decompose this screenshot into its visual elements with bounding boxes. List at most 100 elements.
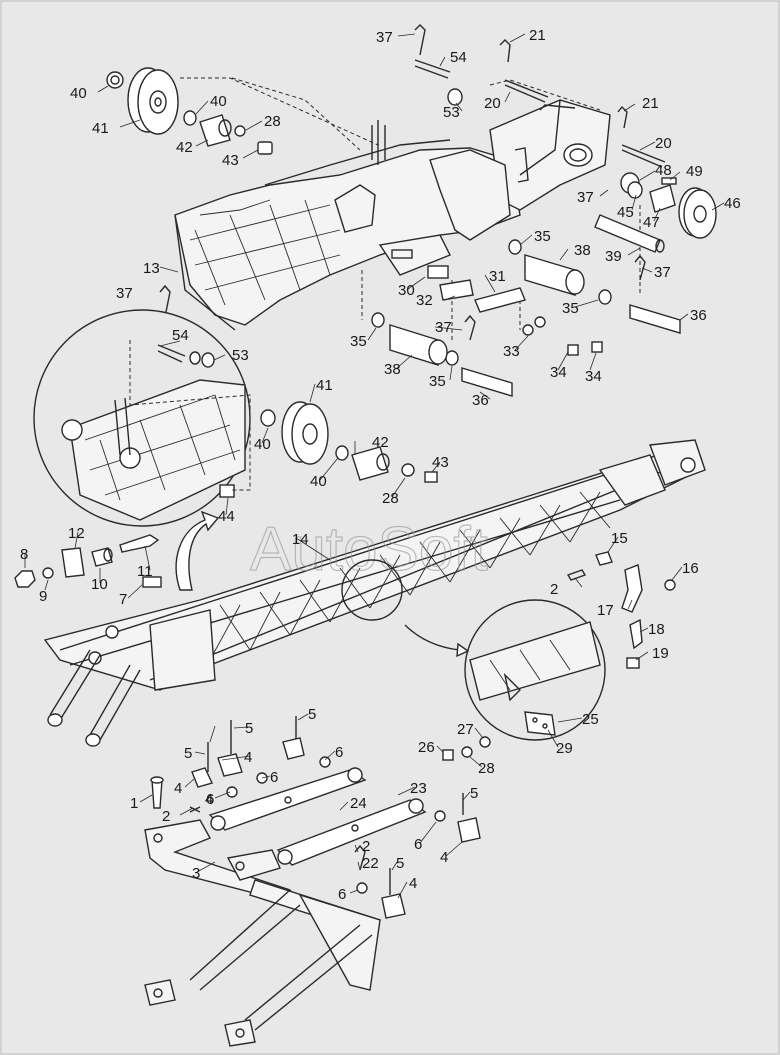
- part-label: 31: [489, 268, 506, 285]
- part-label: 54: [450, 49, 467, 66]
- right-small-parts: [566, 551, 676, 669]
- part-label: 41: [316, 377, 333, 394]
- part-label: 40: [210, 93, 227, 110]
- part-label: 53: [443, 104, 460, 121]
- part-label: 21: [529, 27, 546, 44]
- part-label: 46: [724, 195, 741, 212]
- part-label: 28: [264, 113, 281, 130]
- part-label: 44: [218, 508, 235, 525]
- leader-lines: [24, 33, 725, 899]
- detail-pin: [157, 344, 186, 363]
- part-label: 42: [176, 139, 193, 156]
- part-label: 6: [270, 769, 278, 786]
- main-lattice-boom: [43, 439, 706, 747]
- part-label: 19: [652, 645, 669, 662]
- part-label: 18: [648, 621, 665, 638]
- part-label: 47: [643, 214, 660, 231]
- part-label: 35: [534, 228, 551, 245]
- part-label: 14: [292, 531, 309, 548]
- part-label: 36: [690, 307, 707, 324]
- part-label: 11: [137, 563, 153, 580]
- part-label: 54: [172, 327, 189, 344]
- part-label: 28: [382, 490, 399, 507]
- part-label: 38: [384, 361, 401, 378]
- part-label: 22: [362, 855, 379, 872]
- part-label: 25: [582, 711, 599, 728]
- part-label: 53: [232, 347, 249, 364]
- part-label: 26: [418, 739, 435, 756]
- part-label: 5: [245, 720, 253, 737]
- boom-head-assembly: [174, 99, 611, 331]
- part-label: 34: [585, 368, 602, 385]
- part-label: 45: [617, 204, 634, 221]
- part-label: 42: [372, 434, 389, 451]
- part-label: 6: [338, 886, 346, 903]
- part-label: 37: [376, 29, 393, 46]
- part-label: 28: [478, 760, 495, 777]
- watermark: AutoSoft: [250, 515, 488, 584]
- part-label: 16: [682, 560, 699, 577]
- part-label: 41: [92, 120, 109, 137]
- part-label: 5: [470, 785, 478, 802]
- part-label: 7: [119, 591, 127, 608]
- detail-circle-left: [33, 309, 251, 527]
- part-label: 37: [116, 285, 133, 302]
- part-label: 3: [192, 865, 200, 882]
- part-label: 5: [308, 706, 316, 723]
- part-label: 32: [416, 292, 433, 309]
- part-label: 17: [597, 602, 614, 619]
- part-label: 43: [432, 454, 449, 471]
- part-26-shape: [442, 749, 454, 761]
- part-label: 48: [655, 162, 672, 179]
- part-label: 15: [611, 530, 628, 547]
- part-label: 4: [409, 875, 417, 892]
- part-label: 21: [642, 95, 659, 112]
- part-label: 40: [70, 85, 87, 102]
- part-label: 37: [435, 319, 452, 336]
- part-label: 35: [350, 333, 367, 350]
- part-label: 10: [91, 576, 108, 593]
- part-label: 33: [503, 343, 520, 360]
- part-label: 35: [562, 300, 579, 317]
- part-label: 38: [574, 242, 591, 259]
- part-label: 6: [335, 744, 343, 761]
- part-label: 6: [414, 836, 422, 853]
- part-label: 39: [605, 248, 622, 265]
- arrow-44: [175, 510, 220, 591]
- detail-arrow: [404, 624, 461, 651]
- part-label: 5: [396, 855, 404, 872]
- part-label: 24: [350, 795, 367, 812]
- part-label: 4: [205, 791, 213, 808]
- detail-ring: [341, 559, 403, 621]
- part-label: 9: [39, 588, 47, 605]
- part-label: 49: [686, 163, 703, 180]
- part-number-labels: 37 54 21 20 53 21 20 40 40 41 28 42 43 4…: [20, 27, 741, 903]
- lower-linkage: [144, 716, 481, 1047]
- part-label: 4: [440, 849, 448, 866]
- part-label: 40: [254, 436, 271, 453]
- part-label: 35: [429, 373, 446, 390]
- part-label: 30: [398, 282, 415, 299]
- part-label: 43: [222, 152, 239, 169]
- part-label: 12: [68, 525, 85, 542]
- part-label: 4: [174, 780, 182, 797]
- part-label: 37: [577, 189, 594, 206]
- part-label: 6: [206, 791, 214, 808]
- part-label: 36: [472, 392, 489, 409]
- part-label: 4: [244, 749, 252, 766]
- part-label: 2: [162, 808, 170, 825]
- part-label: 2: [550, 581, 558, 598]
- part-label: 23: [410, 780, 427, 797]
- part-label: 20: [655, 135, 672, 152]
- middle-roller-group: [260, 401, 438, 483]
- detail-circle-right: [464, 599, 606, 741]
- part-label: 37: [654, 264, 671, 281]
- part-label: 13: [143, 260, 160, 277]
- part-label: 5: [184, 745, 192, 762]
- part-label: 29: [556, 740, 573, 757]
- dashed-leader: [180, 77, 379, 146]
- part-label: 20: [484, 95, 501, 112]
- part-label: 27: [457, 721, 474, 738]
